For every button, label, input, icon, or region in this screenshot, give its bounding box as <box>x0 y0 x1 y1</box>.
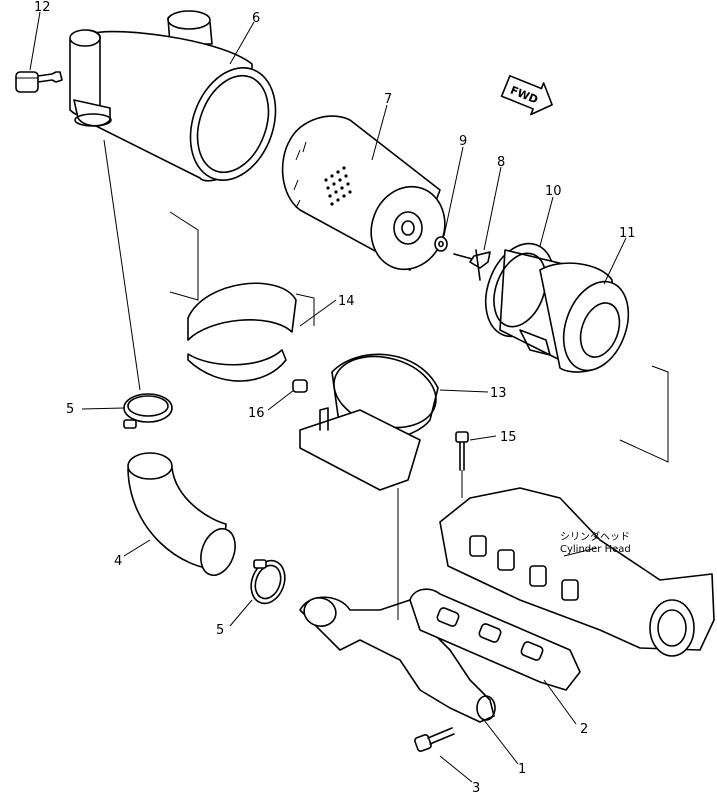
part-5-clamp-upper <box>123 393 173 429</box>
part-7-filter-element <box>281 115 446 271</box>
callout-9: 9 <box>459 134 467 149</box>
part-3-bolt <box>414 727 455 752</box>
callout-14: 14 <box>338 294 355 309</box>
callout-16: 16 <box>248 406 265 421</box>
callout-11: 11 <box>619 226 636 241</box>
filter-perforations <box>324 166 352 206</box>
part-11-dust-cup-cover <box>519 262 630 373</box>
callout-7: 7 <box>384 92 392 107</box>
callout-10: 10 <box>545 184 562 199</box>
part-12-cap <box>15 71 63 93</box>
part-9-washer <box>434 236 448 252</box>
part-2-gasket <box>409 588 581 691</box>
cylinder-head-label-en: Cylinder Head <box>560 544 631 555</box>
callout-leaders <box>29 11 627 783</box>
callout-5a: 5 <box>66 402 74 417</box>
callout-15: 15 <box>500 430 517 445</box>
part-1-intake-manifold <box>299 596 496 723</box>
callout-6: 6 <box>252 11 260 26</box>
part-15-bolt <box>455 431 469 471</box>
part-6-air-cleaner-body <box>69 10 277 182</box>
callout-2: 2 <box>580 722 588 737</box>
part-5-clamp-lower <box>250 559 286 605</box>
callout-4: 4 <box>114 554 122 569</box>
callout-1: 1 <box>518 762 526 777</box>
callout-3: 3 <box>472 781 480 795</box>
assembly-lines <box>103 139 669 620</box>
cylinder-head-label-jp: シリンダヘッド <box>560 530 630 543</box>
part-8-wing-bolt <box>453 249 491 281</box>
fwd-arrow-icon: FWD <box>500 75 553 116</box>
part-14-band-halves <box>187 282 297 382</box>
part-16-nut <box>292 379 308 393</box>
part-4-hose <box>127 452 236 577</box>
callout-8: 8 <box>497 155 505 170</box>
callout-5b: 5 <box>216 623 224 638</box>
callout-13: 13 <box>490 386 507 401</box>
cylinder-head <box>439 487 715 657</box>
part-13-band-bracket <box>299 353 439 491</box>
callout-12: 12 <box>34 0 51 15</box>
